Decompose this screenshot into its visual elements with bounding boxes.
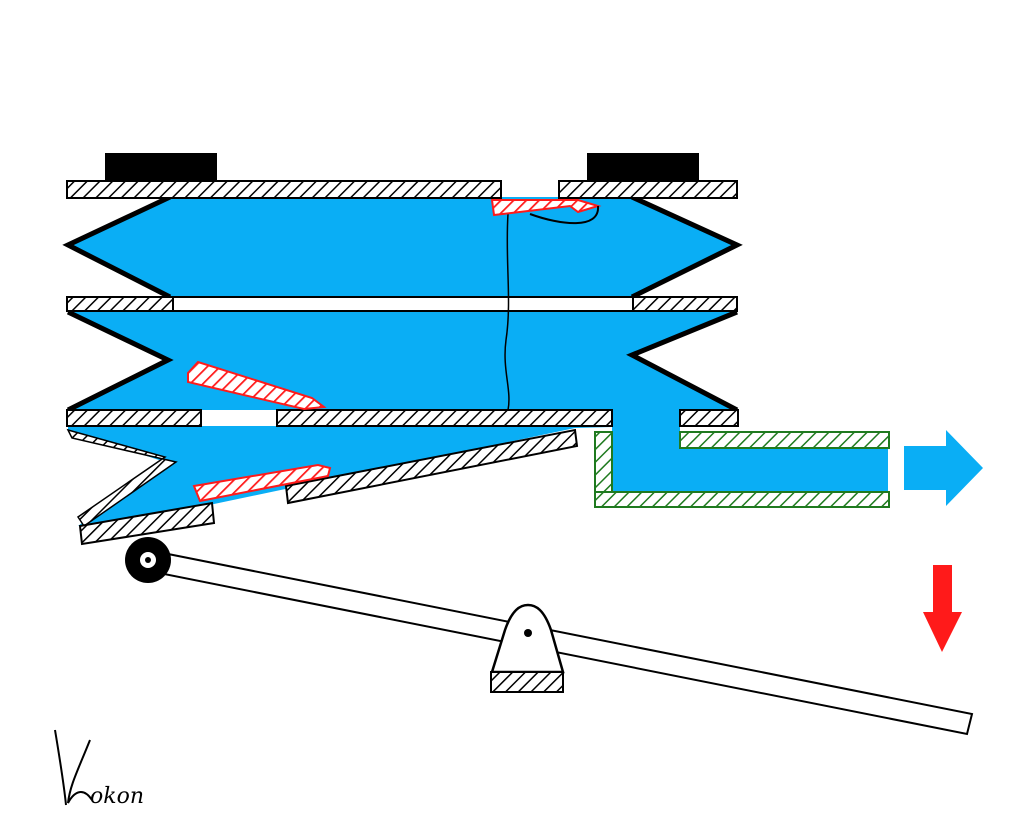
fulcrum-pin: [524, 629, 532, 637]
middle-check-valve: [187, 360, 327, 411]
right-weight: [587, 153, 699, 181]
outlet-pipe-wall-lower: [594, 491, 890, 508]
outlet-pipe-wall-upper: [679, 431, 890, 449]
left-weight: [105, 153, 217, 181]
top-relief-valve: [490, 199, 602, 217]
feeder-check-valve: [192, 463, 332, 503]
bottom-plate-center: [276, 409, 613, 427]
lever-bar: [142, 548, 974, 736]
signature: okon: [54, 729, 144, 809]
middle-plate-left: [66, 296, 174, 312]
lever-pivot-pin: [145, 557, 151, 563]
middle-bellows-left-fold: [66, 309, 174, 413]
outlet-channel-air: [612, 410, 888, 492]
bottom-plate-right: [679, 409, 739, 427]
middle-plate-center: [172, 296, 634, 312]
middle-plate-right: [632, 296, 738, 312]
fulcrum-base: [490, 671, 564, 693]
fulcrum: [490, 603, 565, 674]
feeder-board-lower: [78, 501, 216, 546]
upper-bellows-right-fold: [630, 194, 743, 300]
top-valve-hinge: [529, 205, 600, 225]
svg-text:okon: okon: [90, 784, 144, 809]
top-board-left: [66, 180, 502, 199]
upper-chamber-air: [68, 197, 737, 297]
force-arrow: [923, 565, 962, 652]
valve-string: [504, 213, 510, 411]
upper-bellows-left-fold: [62, 194, 172, 300]
outlet-pipe-wall-left: [594, 431, 613, 493]
air-flow-arrow: [904, 430, 983, 506]
bottom-plate-left: [66, 409, 202, 427]
top-board-right: [558, 180, 738, 199]
feeder-board-upper: [284, 428, 579, 505]
middle-bellows-right-fold: [626, 309, 739, 413]
